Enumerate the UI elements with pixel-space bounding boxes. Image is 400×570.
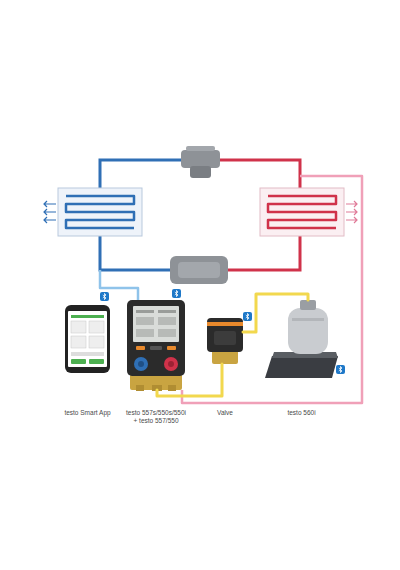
bluetooth-icon	[172, 289, 181, 298]
refrigerant-hose	[157, 364, 222, 396]
evaporator-coil	[66, 196, 134, 228]
expansion-valve	[170, 256, 228, 284]
smart-valve	[207, 318, 243, 364]
condenser-box	[260, 188, 344, 236]
refrigerant-hose	[243, 294, 308, 332]
bluetooth-icon	[100, 292, 109, 301]
airflow-arrows	[44, 201, 56, 223]
refrigerant-scale	[265, 300, 338, 378]
low-side-hose	[100, 270, 138, 300]
device-label: Valve	[205, 409, 245, 417]
bluetooth-icon	[336, 365, 345, 374]
manifold-device: testo 557s/550s/550i + testo 557/550	[127, 300, 185, 390]
evaporator-box	[58, 188, 142, 236]
condenser-coil	[268, 196, 336, 228]
device-label: testo 557s/550s/550i + testo 557/550	[125, 409, 188, 426]
compressor	[181, 146, 220, 178]
digital-manifold	[127, 300, 185, 391]
bluetooth-icon	[243, 312, 252, 321]
valve-device: Valve	[207, 318, 243, 364]
liquid-line-low	[100, 236, 170, 270]
scale-device: testo 560i	[265, 300, 338, 378]
suction-line	[100, 160, 183, 188]
liquid-line-high	[228, 236, 300, 270]
high-side-hose	[182, 176, 362, 403]
discharge-line	[218, 160, 300, 188]
device-label: testo Smart App	[53, 409, 123, 417]
airflow-arrows	[346, 201, 357, 223]
device-label: testo 560i	[267, 409, 337, 417]
app-device: testo Smart App	[65, 305, 110, 373]
smartphone	[65, 305, 110, 373]
